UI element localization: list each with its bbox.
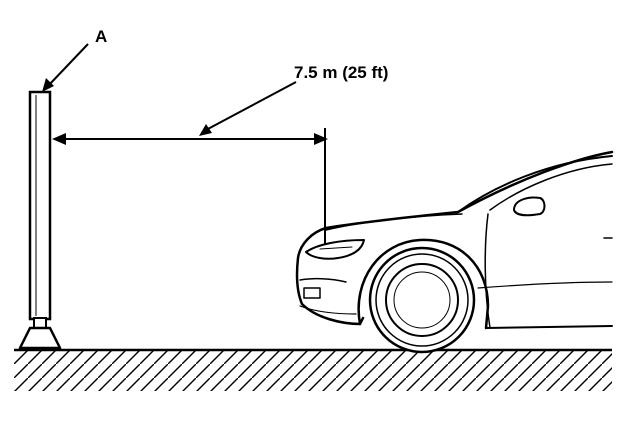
dimension-arrow-left — [52, 133, 66, 145]
screen-post — [33, 317, 47, 329]
car-hood-crease — [325, 213, 463, 231]
callout-label: A — [95, 27, 107, 46]
car-a-pillar — [489, 163, 613, 211]
callout-leader-line — [47, 43, 89, 87]
distance-leader-arrowhead — [199, 124, 212, 136]
screen-panel — [28, 90, 52, 321]
car-fog-light — [303, 287, 321, 299]
floor-hatching — [14, 351, 612, 391]
car — [295, 150, 614, 330]
car-door-line — [484, 213, 491, 329]
front-wheel — [368, 246, 476, 354]
rim — [385, 263, 459, 337]
car-windshield — [457, 155, 613, 213]
car-headlight-inner — [319, 246, 353, 250]
screen-base — [18, 326, 62, 350]
distance-leader-line — [205, 81, 297, 131]
car-rocker-line — [485, 325, 613, 329]
tire-inner — [375, 253, 469, 347]
distance-label: 7.5 m (25 ft) — [294, 63, 388, 82]
aiming-screen — [18, 90, 62, 350]
car-front-wheel-arch — [357, 238, 490, 330]
car-bumper-line — [299, 277, 347, 283]
hub — [393, 271, 451, 329]
dimension-arrow-right — [314, 133, 328, 145]
distance-dimension: 7.5 m (25 ft) — [52, 63, 388, 244]
car-side-crease — [477, 281, 613, 289]
car-headlight — [305, 239, 365, 260]
ground — [14, 348, 612, 391]
car-side-mirror — [513, 196, 546, 217]
callout-a: A — [42, 27, 107, 92]
car-lower-grille — [299, 305, 357, 315]
callout-arrowhead — [42, 78, 54, 92]
